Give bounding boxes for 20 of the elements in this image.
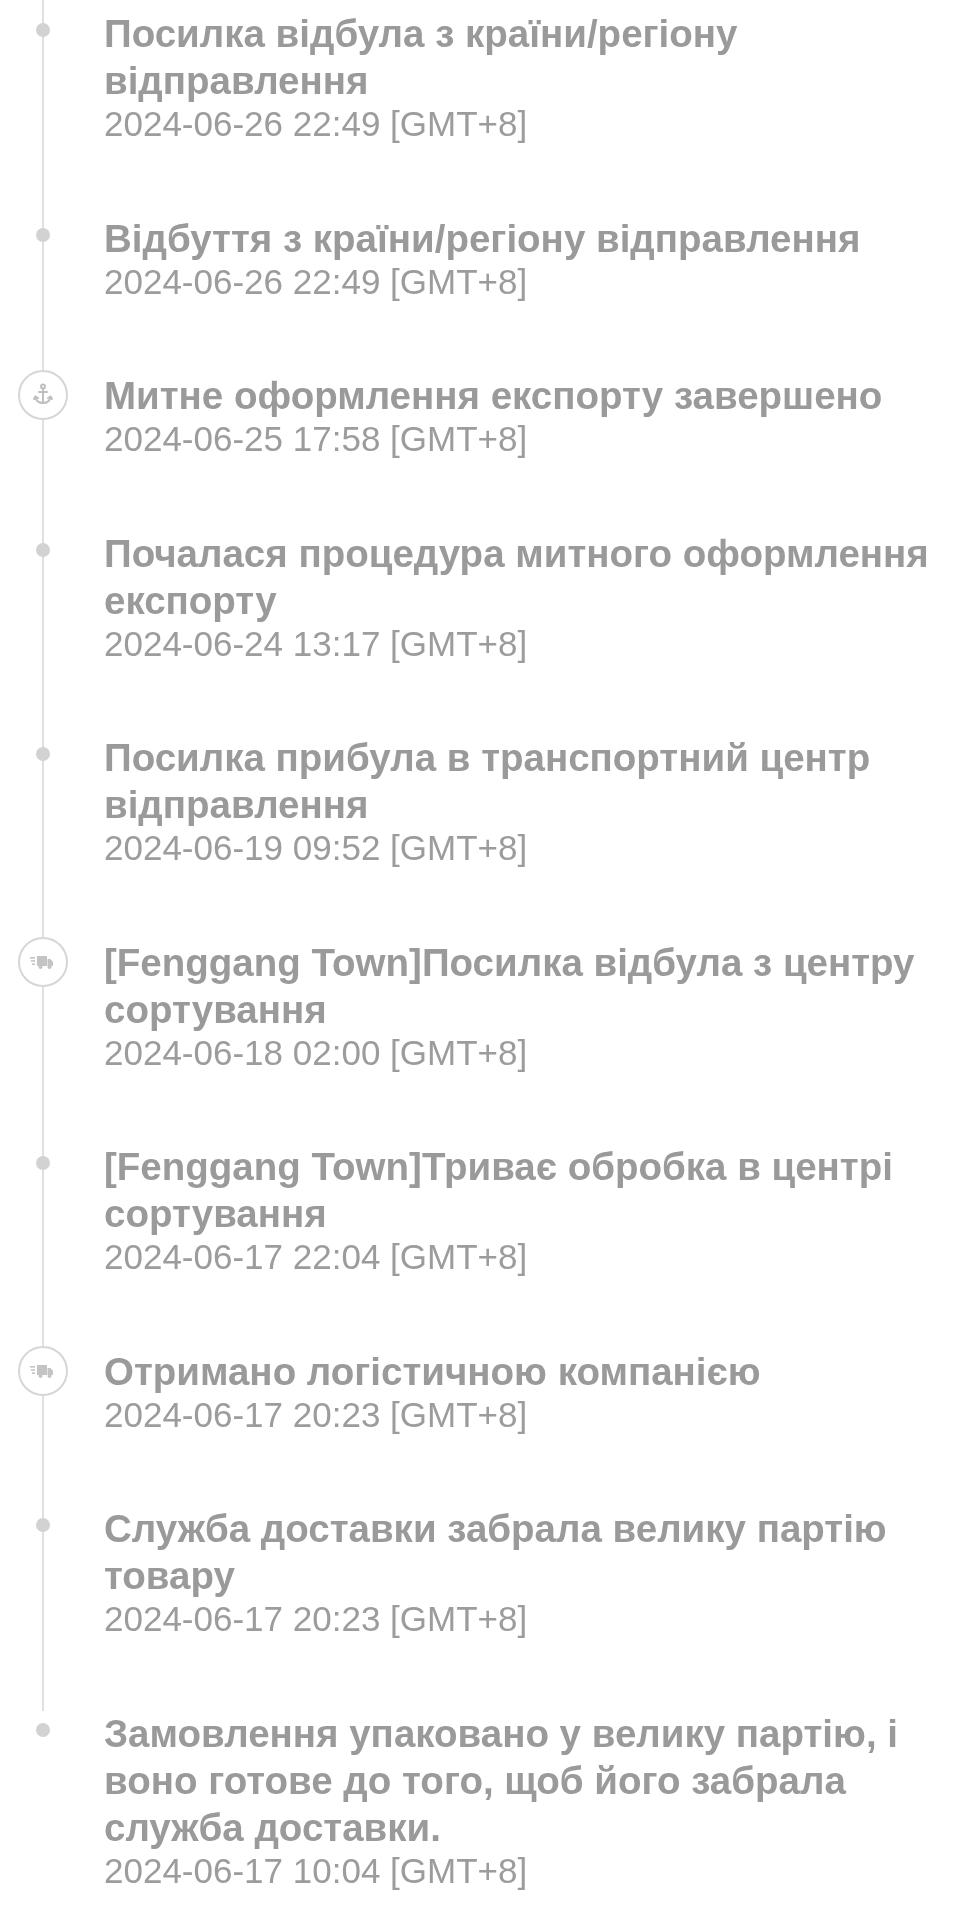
event-timestamp: 2024-06-19 09:52 [GMT+8] [104,828,529,868]
event-title: Митне оформлення експорту завершено [104,373,884,419]
event-title: [Fenggang Town]Посилка відбула з центру сортування [104,939,916,1033]
event-title: Отримано логістичною компанією [104,1348,762,1395]
event-title: [Fenggang Town]Триває обробка в центрі сортування [104,1144,894,1237]
event-timestamp: 2024-06-17 10:04 [GMT+8] [104,1850,529,1891]
event-timestamp: 2024-06-17 22:04 [GMT+8] [104,1237,529,1277]
event-title: Замовлення упаковано у велику партію, і воно готове до того, щоб його забрала служба доставки. [104,1710,899,1851]
event-title: Посилка відбула з країни/регіону відправлення [104,11,739,104]
event-timestamp: 2024-06-26 22:49 [GMT+8] [104,261,529,302]
event-title: Служба доставки забрала велику партію товару [104,1506,888,1599]
event-timestamp: 2024-06-17 20:23 [GMT+8] [104,1394,529,1435]
event-title: Почалася процедура митного оформлення експорту [104,530,930,624]
event-timestamp: 2024-06-24 13:17 [GMT+8] [104,623,529,664]
event-title: Відбуття з країни/регіону відправлення [104,215,862,262]
event-timestamp: 2024-06-26 22:49 [GMT+8] [104,104,529,144]
event-title: Посилка прибула в транспортний центр відправлення [104,735,872,828]
event-timestamp: 2024-06-25 17:58 [GMT+8] [104,419,529,459]
event-timestamp: 2024-06-18 02:00 [GMT+8] [104,1032,529,1073]
event-timestamp: 2024-06-17 20:23 [GMT+8] [104,1599,529,1639]
